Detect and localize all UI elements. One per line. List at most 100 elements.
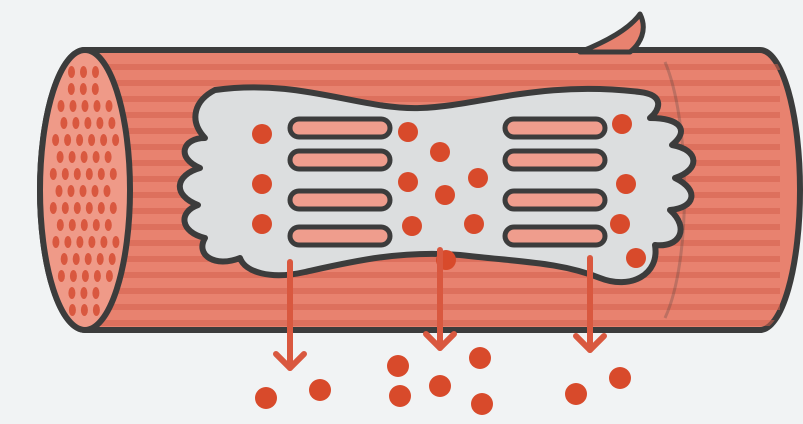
calcium-ion-icon	[626, 248, 646, 268]
myofibril-dot	[57, 151, 64, 163]
reticulum-tubule	[290, 119, 390, 137]
myofibril-dot	[94, 100, 101, 112]
myofibril-dot	[105, 219, 112, 231]
myofibril-dot	[69, 219, 76, 231]
calcium-ion-icon	[387, 355, 409, 377]
calcium-ion-icon	[429, 375, 451, 397]
myofibril-dot	[60, 117, 67, 129]
calcium-ion-icon	[435, 185, 455, 205]
myofibril-dot	[98, 168, 105, 180]
myofibril-dot	[81, 151, 88, 163]
myofibril-dot	[58, 270, 65, 282]
calcium-ion-icon	[616, 174, 636, 194]
fiber-stripe	[80, 320, 780, 326]
myofibril-dot	[73, 253, 80, 265]
reticulum-tubule	[505, 191, 605, 209]
myofibril-dot	[112, 134, 119, 146]
myofibril-dot	[98, 202, 105, 214]
myofibril-dot	[61, 253, 68, 265]
calcium-ion-icon	[252, 124, 272, 144]
myofibril-dot	[94, 270, 101, 282]
myofibril-dot	[80, 83, 87, 95]
calcium-ion-icon	[402, 216, 422, 236]
myofibril-dot	[80, 185, 87, 197]
myofibril-dot	[69, 151, 76, 163]
myofibril-dot	[81, 304, 88, 316]
myofibril-dot	[85, 253, 92, 265]
calcium-ion-icon	[255, 387, 277, 409]
myofibril-dot	[80, 66, 87, 78]
myofibril-dot	[92, 66, 99, 78]
fiber-stripe	[80, 64, 780, 70]
fiber-end-myofibrils	[50, 66, 120, 316]
myofibril-dot	[109, 253, 116, 265]
myofibril-dot	[92, 287, 99, 299]
myofibril-dot	[82, 100, 89, 112]
reticulum-tubule	[290, 227, 390, 245]
calcium-ion-icon	[398, 122, 418, 142]
myofibril-dot	[92, 83, 99, 95]
myofibril-dot	[69, 304, 76, 316]
myofibril-dot	[97, 253, 104, 265]
calcium-ion-icon	[565, 383, 587, 405]
myofibril-dot	[64, 236, 71, 248]
calcium-ion-icon	[252, 174, 272, 194]
myofibril-dot	[70, 270, 77, 282]
myofibril-dot	[88, 236, 95, 248]
myofibril-dot	[92, 185, 99, 197]
myofibril-dot	[58, 100, 65, 112]
fiber-stripe	[80, 304, 780, 310]
calcium-ion-icon	[430, 142, 450, 162]
myofibril-dot	[93, 151, 100, 163]
myofibril-dot	[64, 134, 71, 146]
calcium-ion-icon	[612, 114, 632, 134]
myofibril-dot	[105, 151, 112, 163]
reticulum-tubule	[505, 151, 605, 169]
myofibril-dot	[57, 219, 64, 231]
myofibril-dot	[96, 117, 103, 129]
myofibril-dot	[76, 236, 83, 248]
myofibril-dot	[110, 168, 117, 180]
calcium-ion-icon	[464, 214, 484, 234]
reticulum-tubule	[505, 227, 605, 245]
myofibril-dot	[82, 270, 89, 282]
myofibril-dot	[62, 168, 69, 180]
myofibril-dot	[88, 134, 95, 146]
myofibril-dot	[100, 134, 107, 146]
calcium-ions-released	[255, 347, 631, 415]
myofibril-dot	[72, 117, 79, 129]
myofibril-dot	[110, 202, 117, 214]
myofibril-dot	[76, 134, 83, 146]
myofibril-dot	[86, 202, 93, 214]
myofibril-dot	[81, 219, 88, 231]
reticulum-tubule	[290, 191, 390, 209]
myofibril-dot	[106, 100, 113, 112]
myofibril-dot	[93, 219, 100, 231]
reticulum-tubule	[505, 119, 605, 137]
myofibril-dot	[70, 100, 77, 112]
calcium-ion-icon	[469, 347, 491, 369]
fiber-stripe	[80, 256, 780, 262]
myofibril-dot	[100, 236, 107, 248]
calcium-ion-icon	[309, 379, 331, 401]
fiber-stripe	[80, 272, 780, 278]
myofibril-dot	[74, 168, 81, 180]
myofibril-dot	[106, 270, 113, 282]
myofibril-dot	[52, 134, 59, 146]
myofibril-dot	[112, 236, 119, 248]
calcium-ion-icon	[389, 385, 411, 407]
calcium-ion-icon	[398, 172, 418, 192]
calcium-ion-icon	[609, 367, 631, 389]
myofibril-dot	[68, 287, 75, 299]
myofibril-dot	[68, 83, 75, 95]
myofibril-dot	[68, 185, 75, 197]
myofibril-dot	[62, 202, 69, 214]
calcium-ion-icon	[468, 168, 488, 188]
myofibril-dot	[84, 117, 91, 129]
myofibril-dot	[93, 304, 100, 316]
fiber-fold	[580, 14, 643, 52]
reticulum-tubule	[290, 151, 390, 169]
calcium-ion-icon	[252, 214, 272, 234]
myofibril-dot	[68, 66, 75, 78]
